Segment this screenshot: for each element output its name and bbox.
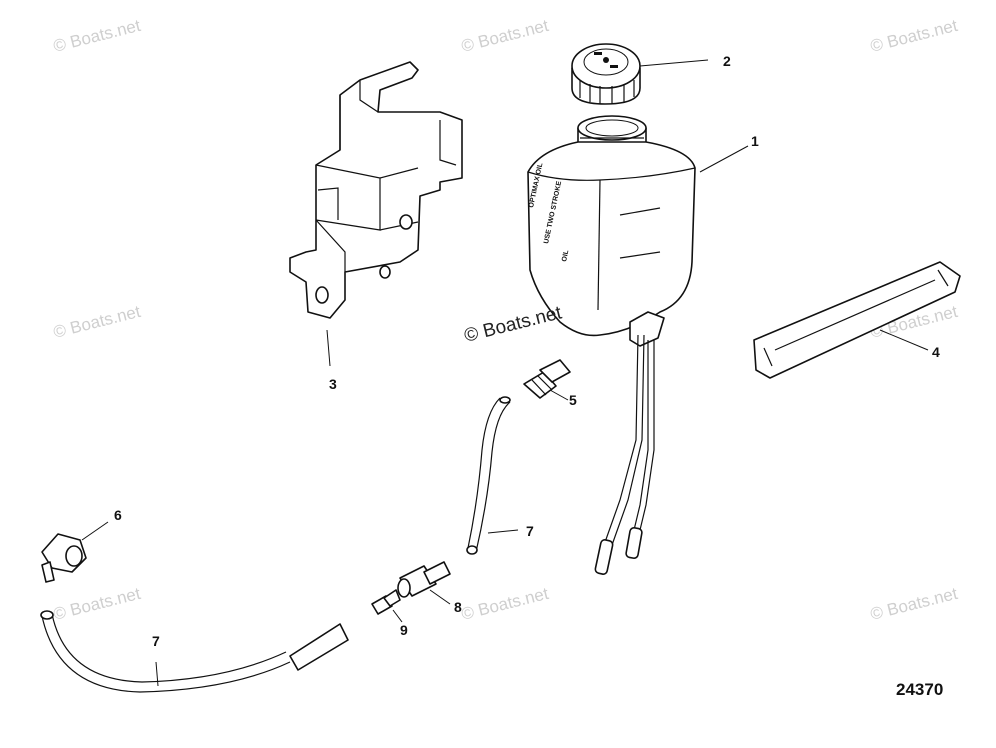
connector-part [397, 561, 451, 598]
watermark-center: © Boats.net [462, 302, 564, 347]
hose-lower-part [40, 610, 349, 693]
callout-strap: 4 [932, 344, 940, 360]
callout-fitting-elbow: 5 [569, 392, 577, 408]
clamp-part [41, 533, 87, 583]
watermark-6: © Boats.net [51, 584, 142, 624]
callouts: 1 2 3 4 5 6 7 8 9 7 [114, 53, 940, 649]
callout-connector: 8 [454, 599, 462, 615]
watermark-4: © Boats.net [51, 302, 142, 342]
callout-hose-upper: 7 [526, 523, 534, 539]
cap-part [571, 43, 641, 105]
hose-upper-part [466, 396, 511, 555]
callout-cap: 2 [723, 53, 731, 69]
watermark-3: © Boats.net [868, 16, 959, 56]
bracket-part [289, 61, 463, 319]
watermark-8: © Boats.net [868, 584, 959, 624]
watermark-2: © Boats.net [459, 16, 550, 56]
tank-label-line3: OIL [561, 249, 570, 263]
figure-number: 24370 [896, 680, 943, 699]
strap-part [753, 261, 961, 379]
callout-fitting-small: 9 [400, 622, 408, 638]
leader-lines [81, 59, 929, 687]
callout-bracket: 3 [329, 376, 337, 392]
tank-part: OPTIMAX OIL USE TWO STROKE OIL [527, 115, 696, 575]
callout-clamp: 6 [114, 507, 122, 523]
fitting-elbow-part [523, 359, 571, 399]
callout-hose-lower: 7 [152, 633, 160, 649]
fitting-small-part [371, 589, 401, 615]
watermark-7: © Boats.net [459, 584, 550, 624]
watermark-1: © Boats.net [51, 16, 142, 56]
callout-tank: 1 [751, 133, 759, 149]
